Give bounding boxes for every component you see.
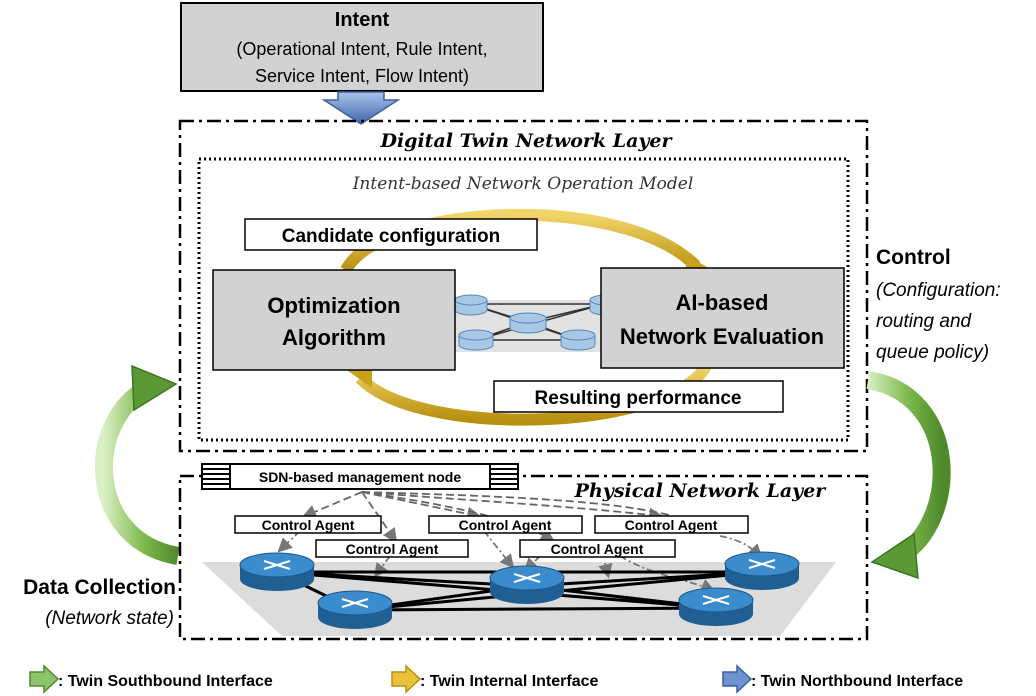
control-agent-label: Control Agent <box>625 517 718 533</box>
control-agent-4: Control Agent <box>519 539 676 558</box>
control-line1: (Configuration: <box>876 280 1001 301</box>
resulting-performance-label: Resulting performance <box>535 388 742 409</box>
ai-network-evaluation-box <box>600 267 845 369</box>
operation-model-title: Intent-based Network Operation Model <box>352 174 694 194</box>
control-arrow-head <box>870 532 919 580</box>
router-icon-3 <box>489 565 565 604</box>
control-agent-3: Control Agent <box>428 515 583 534</box>
legend-southbound: : Twin Southbound Interface <box>29 664 273 694</box>
resulting-performance-box <box>493 380 784 413</box>
control-agent-5: Control Agent <box>594 515 749 534</box>
router-icon-1 <box>239 552 315 591</box>
control-agent-label: Control Agent <box>459 517 552 533</box>
green-arrow-icon <box>29 664 60 694</box>
twin-network-graphic <box>452 294 623 352</box>
intent-line2: Service Intent, Flow Intent) <box>255 66 469 86</box>
router-icon-4 <box>678 587 754 626</box>
evaluation-line1: AI-based <box>676 290 769 315</box>
northbound-arrow <box>321 91 401 125</box>
optimization-line2: Algorithm <box>282 325 386 350</box>
control-agent-label: Control Agent <box>551 541 644 557</box>
evaluation-line2: Network Evaluation <box>620 324 824 349</box>
control-arrow-body <box>866 371 951 564</box>
data-collection-arrow-body <box>95 379 180 565</box>
blue-arrow-icon <box>722 664 753 694</box>
router-icon-5 <box>724 551 800 590</box>
legend-southbound-label: : Twin Southbound Interface <box>58 673 273 690</box>
candidate-config-label: Candidate configuration <box>282 226 501 247</box>
digital-twin-layer-title: Digital Twin Network Layer <box>379 130 673 152</box>
physical-layer-title: Physical Network Layer <box>574 480 828 502</box>
control-agent-label: Control Agent <box>262 517 355 533</box>
control-line2: routing and <box>876 311 973 332</box>
candidate-config-box <box>244 218 538 251</box>
data-collection-subtitle: (Network state) <box>45 608 174 629</box>
legend: : Twin Southbound Interface : Twin Inter… <box>29 664 963 694</box>
legend-northbound-label: : Twin Northbound Interface <box>751 673 963 690</box>
sdn-management-node: SDN-based management node <box>201 463 519 490</box>
data-collection-title: Data Collection <box>23 576 176 599</box>
optimization-algorithm-box <box>212 269 456 371</box>
legend-northbound: : Twin Northbound Interface <box>722 664 963 694</box>
intent-line1: (Operational Intent, Rule Intent, <box>236 39 487 59</box>
sdn-node-label: SDN-based management node <box>259 469 461 485</box>
gold-arrow-icon <box>391 664 422 694</box>
optimization-line1: Optimization <box>267 293 400 318</box>
control-agent-1: Control Agent <box>234 515 382 534</box>
control-agent-label: Control Agent <box>346 541 439 557</box>
physical-layer-border <box>178 474 869 641</box>
intent-box: Intent (Operational Intent, Rule Intent,… <box>180 2 544 92</box>
legend-internal: : Twin Internal Interface <box>391 664 599 694</box>
data-collection-arrow-head <box>131 364 178 412</box>
router-icon-2 <box>317 590 393 629</box>
intent-title: Intent <box>335 9 390 31</box>
legend-internal-label: : Twin Internal Interface <box>420 673 599 690</box>
control-line3: queue policy) <box>876 342 989 363</box>
control-title: Control <box>876 246 951 269</box>
digital-twin-layer-border <box>178 119 869 453</box>
control-agent-2: Control Agent <box>315 539 469 558</box>
